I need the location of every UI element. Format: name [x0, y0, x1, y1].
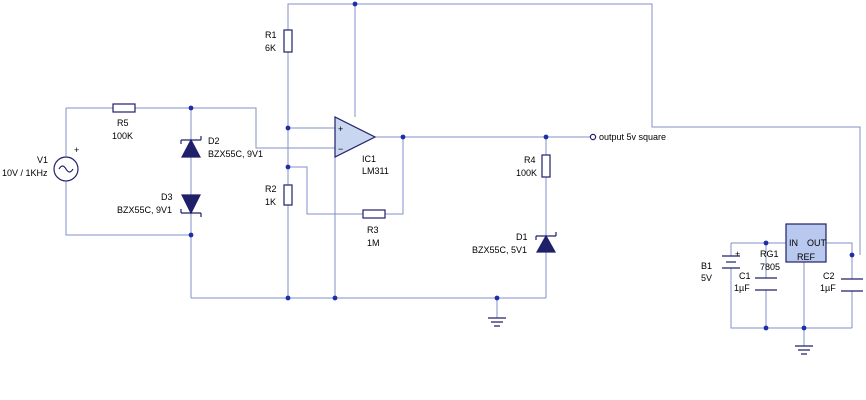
rg1-out-pin: OUT — [807, 238, 827, 248]
output-terminal: output 5v square — [589, 132, 666, 142]
v1-ref: V1 — [37, 155, 48, 165]
r4-value: 100K — [516, 168, 537, 178]
junction-dot — [849, 252, 855, 258]
d3-value: BZX55C, 9V1 — [117, 205, 172, 215]
junction-dot — [801, 325, 807, 331]
r5-ref: R5 — [117, 118, 129, 128]
c2-ref: C2 — [823, 271, 835, 281]
d1-ref: D1 — [516, 232, 528, 242]
v1-value: 10V / 1KHz — [2, 168, 48, 178]
ic1-ref: IC1 — [362, 154, 376, 164]
ground-symbol-regulator — [795, 345, 813, 355]
output-label: output 5v square — [599, 132, 666, 142]
wires — [65, 3, 861, 346]
capacitor-c2: C2 1µF — [820, 271, 863, 293]
resistor-r2: R2 1K — [265, 184, 293, 207]
resistor-r4: R4 100K — [516, 154, 551, 178]
source-v1: + V1 10V / 1KHz — [2, 145, 79, 182]
rg1-in-pin: IN — [789, 238, 798, 248]
capacitor-c1: C1 1µF — [734, 271, 777, 293]
r2-value: 1K — [265, 197, 276, 207]
r3-ref: R3 — [367, 225, 379, 235]
c1-ref: C1 — [739, 271, 751, 281]
b1-polarity: + — [735, 249, 740, 259]
junction-dot — [494, 295, 500, 301]
r3-value: 1M — [367, 238, 380, 248]
r5-value: 100K — [112, 131, 133, 141]
ic1-plus: + — [338, 124, 343, 134]
junction-dot — [285, 164, 291, 170]
resistor-r3: R3 1M — [362, 209, 386, 248]
rg1-ref: RG1 — [760, 249, 779, 259]
r4-ref: R4 — [524, 155, 536, 165]
junction-dot — [352, 1, 358, 7]
junction-dot — [285, 295, 291, 301]
junction-dot — [763, 325, 769, 331]
junction-dot — [543, 134, 549, 140]
c2-value: 1µF — [820, 283, 836, 293]
resistor-r5: R5 100K — [112, 103, 136, 141]
junction-dot — [400, 134, 406, 140]
zener-d1: D1 BZX55C, 5V1 — [472, 232, 557, 255]
d3-ref: D3 — [161, 192, 173, 202]
zener-d2: D2 BZX55C, 9V1 — [180, 136, 263, 159]
rg1-value: 7805 — [760, 262, 780, 272]
junction-dot — [285, 125, 291, 131]
ic1-value: LM311 — [362, 166, 389, 176]
ground-symbol-main — [488, 317, 506, 327]
r1-ref: R1 — [265, 30, 277, 40]
b1-ref: B1 — [701, 261, 712, 271]
battery-b1: + B1 5V — [701, 249, 740, 283]
comparator-ic1: + − IC1 LM311 — [334, 116, 389, 176]
junction-dot — [188, 105, 194, 111]
regulator-rg1: IN OUT REF RG1 7805 — [760, 223, 827, 272]
junction-dot — [332, 295, 338, 301]
ic1-minus: − — [338, 144, 343, 154]
r2-ref: R2 — [265, 184, 277, 194]
junction-dot — [188, 232, 194, 238]
b1-value: 5V — [701, 273, 712, 283]
junctions — [188, 1, 855, 331]
d2-value: BZX55C, 9V1 — [208, 149, 263, 159]
zener-d3: D3 BZX55C, 9V1 — [117, 192, 202, 217]
d1-value: BZX55C, 5V1 — [472, 245, 527, 255]
r1-value: 6K — [265, 43, 276, 53]
v1-polarity: + — [74, 145, 79, 155]
resistor-r1: R1 6K — [265, 29, 293, 53]
c1-value: 1µF — [734, 283, 750, 293]
junction-dot — [763, 240, 769, 246]
rg1-ref-pin: REF — [797, 252, 816, 262]
d2-ref: D2 — [208, 136, 220, 146]
